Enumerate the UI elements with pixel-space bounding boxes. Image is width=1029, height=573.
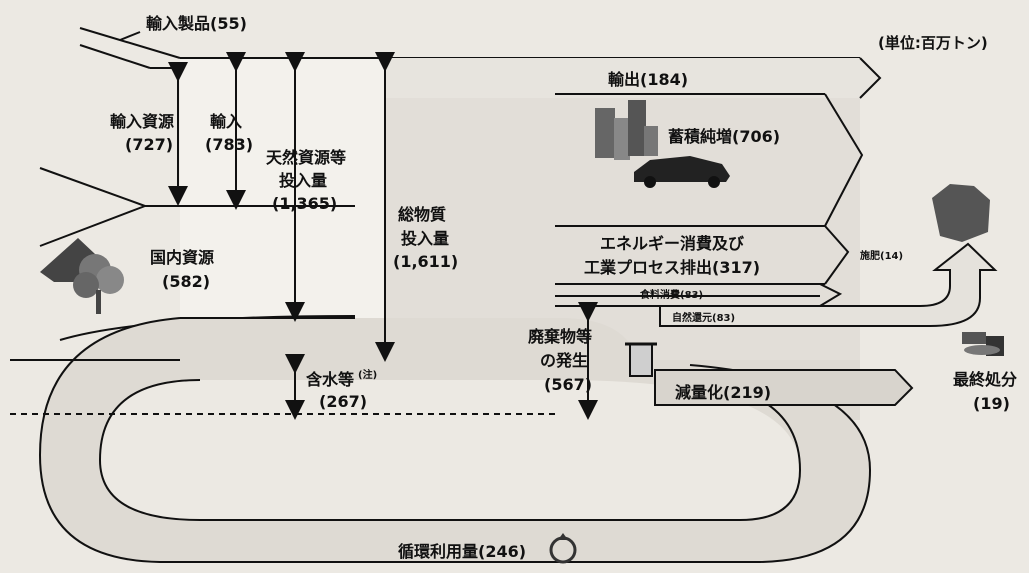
domestic-label-1: 国内資源 [150,248,214,267]
unit-label: (単位:百万トン) [878,34,988,52]
imported-products-label: 輸入製品(55) [146,14,247,33]
imported-products-inlet [79,27,181,69]
fertilizer-label: 施肥(14) [860,249,903,262]
domestic-label-2: (582) [162,272,210,291]
water-label-2: (267) [319,392,367,411]
natural-input-label-1: 天然資源等 [266,148,346,167]
import-resources-label-2: (727) [125,135,173,154]
natural-return-arrow [659,242,998,327]
exports-arrow [385,57,882,99]
waste-label-1: 廃棄物等 [528,327,592,346]
natural-input-label-3: (1,365) [272,194,337,213]
reduction-label: 減量化(219) [675,383,771,402]
waste-label-2: の発生 [540,351,588,370]
domestic-wedge [39,167,355,247]
recycling-icon [549,533,577,564]
trash-can-icon [625,342,657,377]
natural-return-label: 自然還元(83) [672,311,735,324]
total-input-label-3: (1,611) [393,252,458,271]
tree-icon [40,238,124,314]
energy-arrow [555,225,850,285]
reduction-arrow [654,369,914,406]
import-resources-label-1: 輸入資源 [110,112,174,131]
stock-growth-arrow [555,93,864,227]
food-consumption-label: 食料消費(83) [639,288,703,301]
landfill-icon [932,184,990,242]
recycling-label: 循環利用量(246) [398,542,526,561]
measure-arrows [119,31,598,420]
energy-label-2: 工業プロセス排出(317) [584,258,760,277]
total-input-label-2: 投入量 [401,229,449,248]
total-input-label-1: 総物質 [398,205,446,224]
water-note-label: (注) [358,368,377,381]
waste-label-3: (567) [544,375,592,394]
stock-label: 蓄積純増(706) [668,127,780,146]
exports-label: 輸出(184) [608,70,688,89]
final-disposal-label-1: 最終処分 [953,370,1017,389]
buildings-car-icon [595,100,730,188]
energy-label-1: エネルギー消費及び [600,234,745,253]
natural-input-label-2: 投入量 [279,171,327,190]
imports-label-1: 輸入 [210,112,242,131]
final-disposal-label-2: (19) [973,394,1010,413]
bulldozer-icon [962,332,1004,356]
water-label-1: 含水等 [306,370,354,389]
imports-label-2: (783) [205,135,253,154]
